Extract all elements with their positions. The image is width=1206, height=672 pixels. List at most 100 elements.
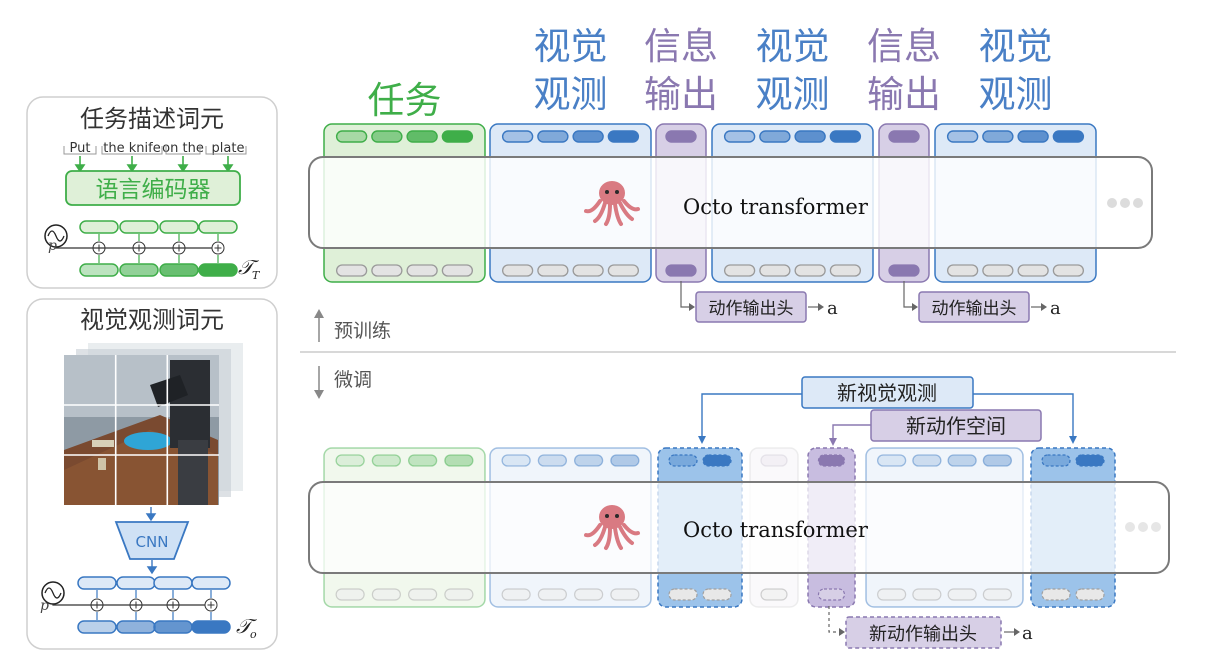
new-observation-callout: 新视觉观测	[698, 376, 1077, 444]
column-header: 视觉	[756, 25, 830, 68]
input-token	[946, 130, 979, 143]
input-token	[407, 454, 438, 467]
camera-image-stack	[64, 343, 243, 505]
language-encoder-label: 语言编码器	[96, 177, 211, 203]
output-token	[760, 588, 788, 601]
action-head-label: 动作输出头	[932, 299, 1017, 319]
column-header: 信息	[867, 25, 941, 68]
task-words: Put the knife on the plate	[63, 141, 247, 156]
phase-divider: 预训练 微调	[300, 309, 1176, 399]
output-token	[982, 588, 1012, 601]
output-token	[574, 588, 604, 601]
new-action-space-callout: 新动作空间	[829, 409, 1042, 446]
output-token	[191, 620, 231, 634]
output-token	[1041, 588, 1071, 601]
output-token	[888, 264, 920, 277]
task-word: plate	[212, 141, 245, 156]
column-header: 输出	[644, 73, 718, 116]
output-token	[537, 588, 567, 601]
input-token	[1052, 130, 1085, 143]
observation-token-symbol-sub: o	[250, 628, 257, 641]
embedding-token	[116, 576, 156, 590]
output-token	[153, 620, 193, 634]
more-tokens-ellipsis	[1125, 522, 1161, 532]
new-observation-label: 新视觉观测	[837, 381, 937, 405]
input-token	[947, 454, 977, 467]
input-token	[335, 454, 365, 467]
output-token	[406, 264, 438, 277]
action-output: a	[1050, 298, 1061, 319]
column-header: 观测	[534, 73, 608, 116]
word-arrows	[74, 156, 234, 173]
output-token	[537, 264, 569, 277]
input-token	[668, 454, 698, 467]
action-head-box	[695, 291, 807, 323]
output-token	[702, 588, 732, 601]
output-token	[116, 620, 156, 634]
task-panel-title: 任务描述词元	[80, 105, 224, 133]
new-action-head-label: 新动作输出头	[869, 624, 977, 645]
output-token	[723, 264, 756, 277]
input-token	[441, 130, 474, 143]
input-token	[610, 454, 640, 467]
embedding-token	[153, 576, 193, 590]
column-header: 观测	[756, 73, 830, 116]
input-token	[759, 130, 791, 143]
column-header: 任务	[368, 79, 442, 122]
output-token	[335, 588, 365, 601]
pretrain-phase-label: 预训练	[334, 320, 391, 342]
output-token	[444, 588, 474, 601]
output-token	[947, 588, 977, 601]
output-token	[912, 588, 942, 601]
input-token	[1075, 454, 1105, 467]
input-token	[723, 130, 756, 143]
output-token	[1017, 264, 1049, 277]
input-token	[982, 130, 1014, 143]
task-word: the knife	[103, 141, 160, 156]
input-token	[912, 454, 942, 467]
output-token	[119, 263, 159, 277]
observation-positional-label: p	[40, 598, 49, 614]
finetune-phase-label: 微调	[334, 369, 372, 391]
action-head-box	[918, 291, 1030, 323]
cnn-block	[114, 521, 190, 560]
output-token	[79, 263, 119, 277]
input-token	[982, 454, 1013, 467]
column-header: 输出	[867, 73, 941, 116]
task-word: on the	[162, 141, 204, 156]
output-token	[501, 264, 534, 277]
output-token	[1075, 588, 1105, 601]
output-token	[946, 264, 979, 277]
input-token	[537, 454, 568, 467]
embedding-token	[198, 220, 238, 234]
output-token	[441, 264, 474, 277]
input-token	[1017, 130, 1049, 143]
output-token	[829, 264, 862, 277]
pretrain-action-heads: 动作输出头 a 动作输出头 a	[680, 281, 1061, 323]
output-token	[408, 588, 438, 601]
language-encoder-box	[65, 170, 241, 206]
output-token	[794, 264, 826, 277]
action-head-label: 动作输出头	[709, 299, 794, 319]
output-token	[1052, 264, 1085, 277]
octopus-icon	[584, 181, 640, 226]
more-tokens-ellipsis	[1107, 198, 1143, 208]
input-token	[572, 130, 604, 143]
input-token	[607, 130, 640, 143]
task-word: Put	[70, 141, 91, 156]
embedding-token	[77, 576, 117, 590]
finetune-transformer: Octo transformer	[308, 481, 1170, 574]
output-token	[610, 588, 640, 601]
output-token	[335, 264, 368, 277]
task-token-rows	[44, 220, 238, 277]
output-token	[159, 263, 199, 277]
task-token-symbol-sub: T	[252, 269, 261, 282]
input-token	[444, 454, 474, 467]
output-token	[982, 264, 1014, 277]
column-header: 信息	[644, 25, 718, 68]
embedding-token	[79, 220, 119, 234]
observation-token-rows	[41, 576, 231, 634]
cnn-label: CNN	[136, 533, 169, 551]
